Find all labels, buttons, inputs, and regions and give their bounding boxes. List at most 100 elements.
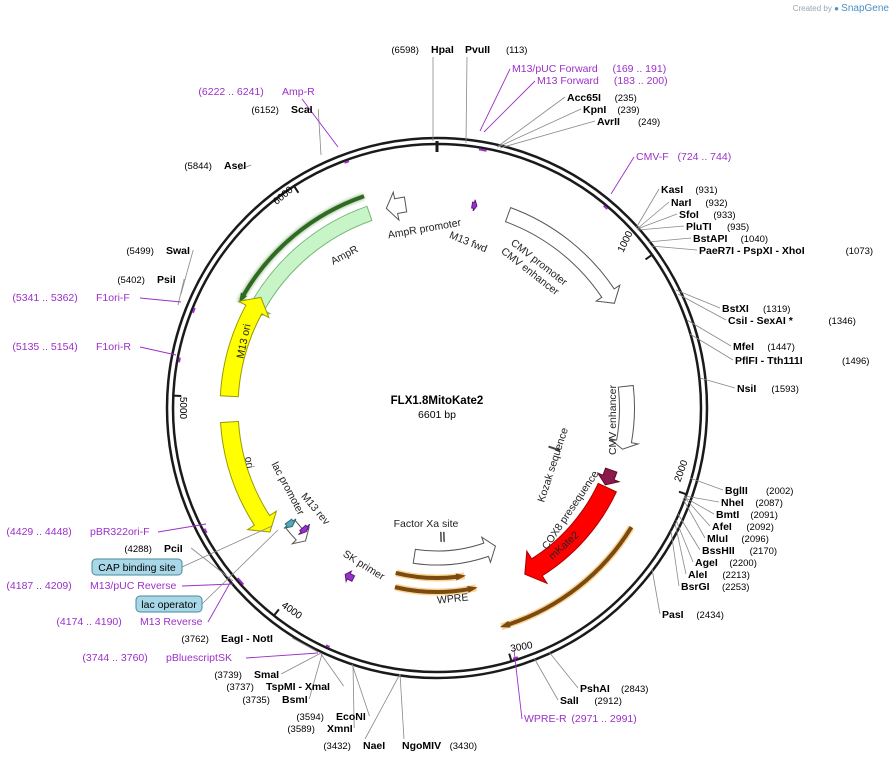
box-leader-lac-operator: [201, 529, 279, 605]
tick-label-3000: 3000: [510, 640, 534, 655]
site-name-mfei: MfeI: [733, 341, 754, 353]
site-pos-pcii: (4288): [124, 544, 151, 555]
site-pos-bstapi: (1040): [741, 234, 768, 245]
primer-mark-m13-forward: [482, 148, 487, 152]
primer-leader-amp-r: [301, 98, 339, 148]
site-leader-nsii: [699, 377, 736, 389]
site-leader-ngomiv: [399, 673, 405, 740]
site-pos-kpni: (239): [617, 105, 639, 116]
primer-name-m13-reverse: M13 Reverse: [140, 616, 203, 628]
primer-mark-m13-puc-reverse: [236, 577, 242, 583]
site-name-acc65i: Acc65I: [567, 92, 601, 104]
site-leader-bsmi: [308, 653, 323, 700]
site-leader-econi: [351, 663, 370, 717]
site-pos-agei: (2200): [729, 558, 756, 569]
site-leader-psii: [177, 278, 185, 306]
site-leader-pvuii: [465, 56, 468, 144]
cmv-enhancer-promoter-feature: [504, 206, 621, 304]
site-leader-paer7i-pspxi-xhoi: [650, 245, 698, 251]
tick-label-2000: 2000: [673, 458, 691, 483]
site-leader-scai: [317, 108, 322, 156]
site-leader-pflfi-tth111i: [689, 333, 734, 361]
box-lac-operator: [135, 595, 203, 613]
primer-mark-amp-r: [344, 160, 350, 164]
leader-lines-layer: [139, 56, 736, 740]
site-leader-sali: [533, 657, 559, 701]
primer-leader-m13-puc-reverse: [181, 583, 234, 587]
primer-range-amp-r: (6222 .. 6241): [198, 86, 263, 98]
site-leader-kasi: [635, 188, 660, 229]
site-leader-pluti: [637, 225, 685, 231]
primer-name-pbr322ori-f: pBR322ori-F: [90, 526, 150, 538]
plasmid-length: 6601 bp: [418, 409, 456, 421]
site-name-swai: SwaI: [166, 245, 190, 257]
m13-ori-feature: [219, 296, 270, 398]
primer-mark-f1ori-f: [191, 307, 196, 314]
site-name-scai: ScaI: [291, 104, 313, 116]
tick-mark-6000: [293, 185, 300, 194]
site-leader-pshai: [548, 651, 579, 689]
primer-name-f1ori-r: F1ori-R: [96, 341, 131, 353]
site-pos-psii: (5402): [117, 275, 144, 286]
kozak-feature: [548, 445, 561, 452]
orange-arrow-1: [499, 526, 634, 628]
site-name-pcii: PciI: [164, 543, 183, 555]
credit-brand: SnapGene: [841, 3, 889, 14]
site-pos-sali: (2912): [594, 696, 621, 707]
ampr-promoter-feature: [385, 190, 408, 222]
site-pos-hpai: (6598): [391, 45, 418, 56]
primer-mark-pbr322ori-f: [203, 528, 208, 534]
site-pos-nsii: (1593): [771, 384, 798, 395]
m13-fwd-label: M13 fwd: [447, 229, 488, 255]
snapgene-logo-icon: ●: [834, 4, 839, 13]
site-pos-xmni: (3589): [287, 724, 314, 735]
site-leader-eagi-noti: [292, 637, 319, 653]
box-cap-binding-site: [91, 558, 183, 576]
site-leader-asei: [237, 164, 252, 171]
site-leader-bsrgi: [670, 530, 680, 587]
site-name-nhei: NheI: [721, 497, 744, 509]
site-name-agei: AgeI: [695, 557, 718, 569]
site-leader-bstapi: [647, 237, 692, 243]
site-pos-pshai: (2843): [621, 684, 648, 695]
site-name-xmni: XmnI: [327, 723, 353, 735]
ampr-feature: [244, 205, 373, 318]
backbone-outer-ring: [165, 136, 709, 680]
site-leader-tspmi-xmai: [320, 653, 344, 687]
box-leader-cap-binding-site: [181, 525, 273, 568]
tick-mark-4000: [273, 608, 280, 617]
tick-label-1000: 1000: [616, 229, 636, 254]
primer-mark-f1ori-r: [178, 357, 181, 363]
site-pos-bsshii: (2170): [750, 546, 777, 557]
primer-mark-cmv-f: [602, 205, 609, 210]
features-layer: [173, 141, 687, 662]
site-leader-alei: [674, 522, 687, 575]
primer-range-wpre-r: (2971 .. 2991): [571, 713, 636, 725]
site-leader-bglii: [689, 477, 724, 491]
factor-xa-label: Factor Xa site: [394, 518, 459, 530]
ampr-label: AmpR: [329, 243, 361, 267]
site-pos-pflfi-tth111i: (1496): [842, 356, 869, 367]
primer-name-f1ori-f: F1ori-F: [96, 292, 130, 304]
tick-label-5000: 5000: [177, 397, 188, 420]
site-leader-swai: [180, 249, 194, 295]
site-name-pasi: PasI: [662, 609, 684, 621]
site-name-ngomiv: NgoMIV: [402, 740, 441, 752]
site-name-avrii: AvrII: [597, 116, 620, 128]
site-name-sali: SalI: [560, 695, 579, 707]
site-leader-agei: [675, 519, 694, 563]
primer-leader-m13-puc-forward: [479, 68, 511, 132]
site-pos-sfoi: (933): [713, 210, 735, 221]
wpre-feature: [412, 535, 497, 566]
site-pos-pvuii: (113): [506, 45, 527, 56]
site-pos-kasi: (931): [695, 185, 717, 196]
site-leader-bstxi: [675, 289, 721, 309]
m13-rev-feature: [298, 523, 311, 536]
site-leader-sfoi: [636, 213, 678, 230]
site-name-econi: EcoNI: [336, 711, 366, 723]
primer-range-m13-puc-reverse: (4187 .. 4209): [6, 580, 71, 592]
site-pos-afei: (2092): [746, 522, 773, 533]
site-name-bstapi: BstAPI: [693, 233, 728, 245]
cox8-feature: [596, 467, 621, 486]
